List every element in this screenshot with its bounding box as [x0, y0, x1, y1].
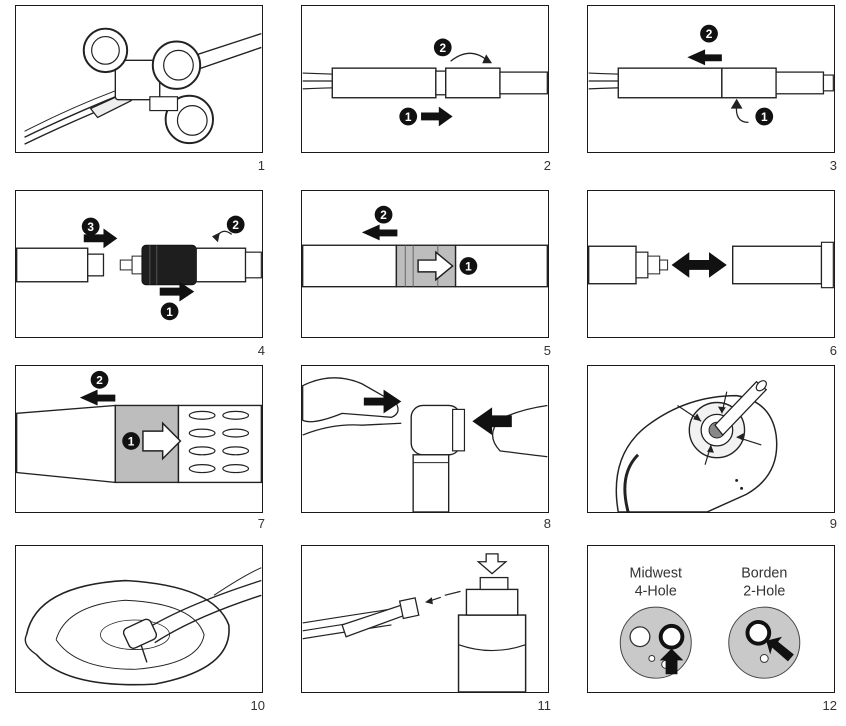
step-label: 1 — [166, 305, 173, 319]
step-label: 1 — [465, 259, 472, 273]
panel-number: 2 — [543, 158, 551, 173]
gauge-manifold-illustration — [24, 27, 262, 145]
slide-arrow-icon — [142, 421, 182, 461]
step-badge-2 — [700, 24, 718, 43]
panel-5: 1 2 — [301, 190, 549, 338]
step-badge-2 — [90, 370, 109, 389]
panel-number: 7 — [257, 516, 265, 531]
midwest-label: Midwest — [630, 566, 682, 582]
panel-4: 3 2 1 — [15, 190, 263, 338]
press-down-arrow-icon — [476, 553, 508, 575]
panel-number: 10 — [250, 698, 265, 713]
step-badge-2 — [433, 38, 452, 57]
pointer-arrow-icon — [766, 636, 794, 662]
step-badge-2 — [374, 205, 393, 224]
step-badge-1 — [399, 107, 418, 126]
handpiece-sleeve-illustration: 1 2 — [16, 370, 262, 484]
step-badge-1 — [459, 257, 478, 275]
borden-connector-face — [728, 606, 801, 679]
handpiece-tubing-illustration: 2 1 — [302, 38, 548, 127]
disconnect-illustration — [588, 241, 834, 289]
midwest-connector-face — [619, 606, 692, 679]
step-label: 1 — [405, 110, 412, 124]
panel-8 — [301, 365, 549, 513]
step-label: 1 — [761, 110, 768, 124]
panel-number: 11 — [537, 698, 552, 713]
panel-7: 1 2 — [15, 365, 263, 513]
panel-number: 12 — [822, 698, 837, 713]
double-arrow-icon — [671, 252, 727, 278]
step-badge-1 — [160, 302, 179, 321]
panel-2: 2 1 — [301, 5, 549, 153]
panel-3: 2 1 — [587, 5, 835, 153]
step-badge-3 — [81, 217, 100, 236]
cleaning-bowl-illustration — [24, 567, 262, 686]
coupler-connection-illustration: 3 2 1 — [16, 215, 262, 321]
panel-11 — [301, 545, 549, 693]
panel-9 — [587, 365, 835, 513]
pull-arrow-icon — [361, 224, 398, 241]
step-label: 2 — [439, 41, 446, 55]
panel-1 — [15, 5, 263, 153]
panel-6 — [587, 190, 835, 338]
lubrication-illustration — [302, 553, 527, 692]
slide-arrow-icon — [417, 250, 454, 282]
step-label: 1 — [128, 434, 135, 448]
panel-number: 4 — [257, 343, 265, 358]
push-arrow-icon — [159, 281, 195, 302]
step-label: 2 — [706, 27, 713, 41]
push-arrow-icon — [421, 106, 453, 127]
chuck-inspection-illustration — [615, 380, 778, 512]
borden-holes-label: 2-Hole — [743, 583, 785, 599]
midwest-holes-label: 4-Hole — [635, 583, 677, 599]
step-badge-1 — [122, 432, 140, 450]
pull-arrow-icon — [79, 389, 116, 406]
borden-label: Borden — [741, 566, 787, 582]
panel-number: 3 — [829, 158, 837, 173]
panel-number: 9 — [829, 516, 837, 531]
release-ring-illustration: 1 2 — [302, 205, 548, 288]
step-label: 2 — [232, 218, 239, 232]
pull-arrow-icon — [687, 49, 722, 66]
connector-types-illustration: Midwest 4-Hole Borden 2-Hole — [619, 566, 801, 679]
panel-number: 1 — [257, 158, 265, 173]
step-label: 2 — [380, 208, 387, 222]
panel-number: 6 — [829, 343, 837, 358]
handpiece-tubing-illustration: 2 1 — [588, 24, 834, 126]
step-label: 3 — [87, 220, 94, 234]
panel-number: 8 — [543, 516, 551, 531]
step-label: 2 — [96, 373, 103, 387]
head-squeeze-illustration — [302, 377, 548, 512]
panel-10 — [15, 545, 263, 693]
step-badge-1 — [755, 107, 774, 126]
panel-12: Midwest 4-Hole Borden 2-Hole — [587, 545, 835, 693]
panel-number: 5 — [543, 343, 551, 358]
push-arrow-icon — [83, 228, 118, 249]
step-badge-2 — [226, 215, 245, 234]
press-arrow-icon — [363, 389, 402, 414]
